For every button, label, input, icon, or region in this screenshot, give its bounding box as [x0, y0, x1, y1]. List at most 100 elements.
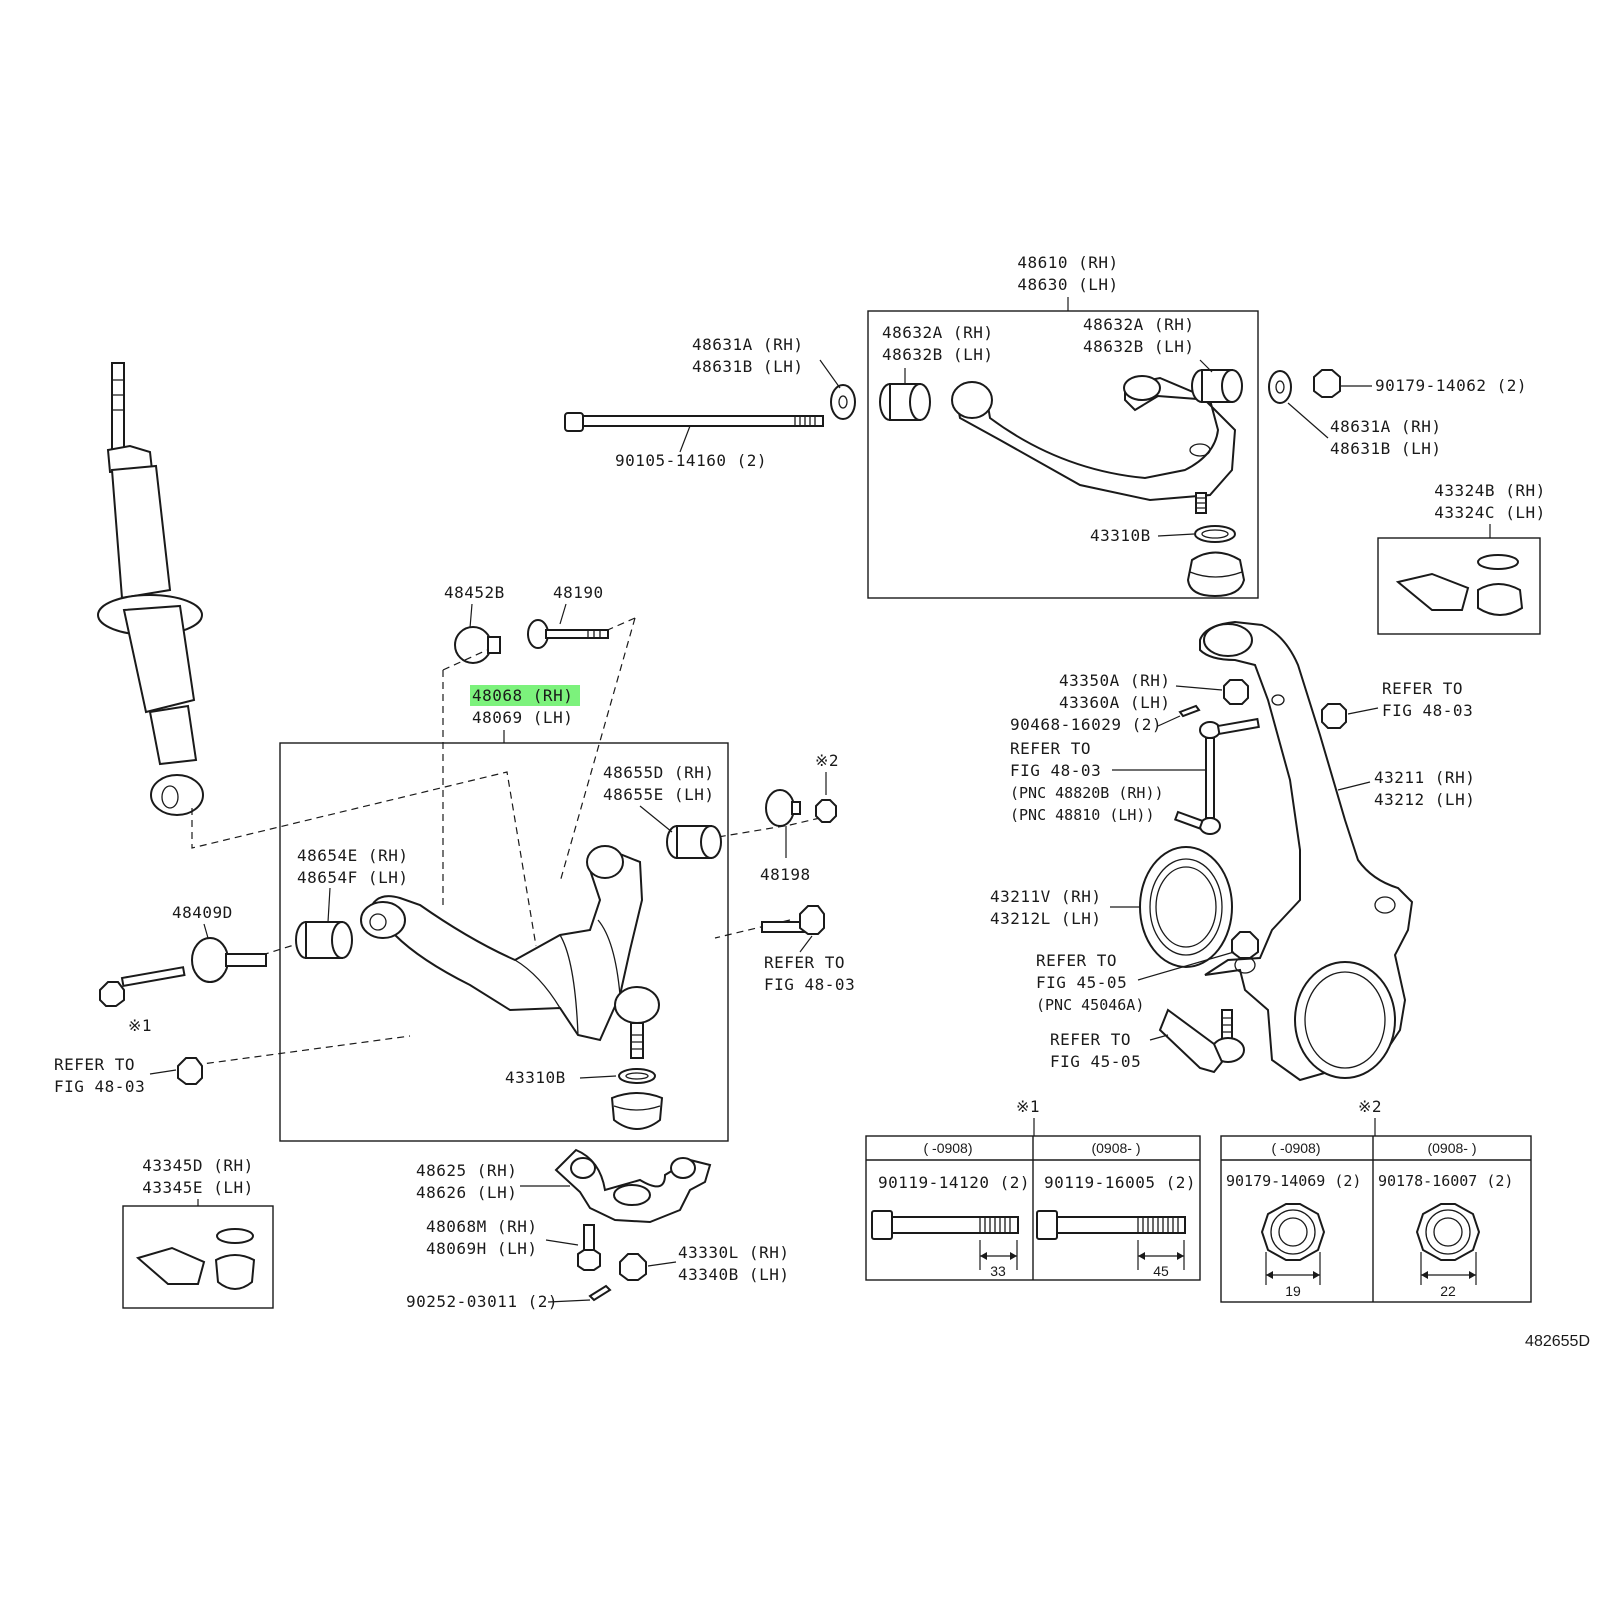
refer-knuckle-line1: REFER TO: [1382, 679, 1463, 698]
upper-arm-group: 48610 (RH) 48630 (LH) 90105-14160 (2) 48…: [564, 253, 1527, 599]
upper-bush-right: [1191, 369, 1243, 403]
upper-boot-kit-label-rh: 43324B (RH): [1434, 481, 1545, 500]
upper-arm: [953, 376, 1237, 502]
lower-bush-right-label-lh: 48655E (LH): [603, 785, 714, 804]
cam-plate-right-label: 48198: [760, 865, 811, 884]
cam-washer-label: 48409D: [172, 903, 233, 922]
cam-bolt-left: [99, 966, 186, 1007]
upper-bush-left: [879, 383, 931, 421]
ball-bolt-label-lh: 48069H (LH): [426, 1239, 537, 1258]
cotter-pin-lower: [588, 1284, 612, 1302]
lower-bush-left-label-rh: 48654E (RH): [297, 846, 408, 865]
lower-boot: [610, 1092, 664, 1130]
upper-washer-left-label-lh: 48631B (LH): [692, 357, 803, 376]
upper-boot-label: 43310B: [1090, 526, 1151, 545]
upper-arm-label-rh: 48610 (RH): [1017, 253, 1118, 272]
upper-arm-box: [867, 310, 1259, 599]
knuckle-label-lh: 43212 (LH): [1374, 790, 1475, 809]
note2-mark-top: ※2: [815, 751, 839, 770]
lower-ball-joint: [614, 986, 660, 1024]
table1: ※1 ( -0908) (0908- ) 90119-14120 (2) 901…: [865, 1097, 1201, 1281]
knuckle-nut: [1223, 679, 1249, 705]
ball-nut-label-lh: 43340B (LH): [678, 1265, 789, 1284]
upper-boot: [1186, 551, 1246, 598]
cotter-pin-upper: [1178, 704, 1201, 718]
ball-joint-label-lh: 48626 (LH): [416, 1183, 517, 1202]
cotter-pin-lower-label: 90252-03011 (2): [406, 1292, 558, 1311]
guide-lines: [191, 617, 821, 1066]
tie-rod-nut-line3: (PNC 45046A): [1036, 996, 1144, 1014]
note2-nut: [815, 799, 837, 823]
knuckle-refer-nut: [1321, 703, 1347, 729]
upper-bolt-label: 90105-14160 (2): [615, 451, 767, 470]
cam-plate-label: 48452B: [444, 583, 505, 602]
ball-nut-label-rh: 43330L (RH): [678, 1243, 789, 1262]
nut-19: 19: [1260, 1203, 1326, 1299]
dust-cover: [1139, 846, 1233, 968]
upper-bush-left-label-rh: 48632A (RH): [882, 323, 993, 342]
knuckle-nut-label-rh: 43350A (RH): [1059, 671, 1170, 690]
table2-header-2: (0908- ): [1427, 1140, 1476, 1156]
lower-boot-label: 43310B: [505, 1068, 566, 1087]
figure-code: 482655D: [1525, 1333, 1590, 1350]
refer-left-line1: REFER TO: [54, 1055, 135, 1074]
table1-header-2: (0908- ): [1091, 1140, 1140, 1156]
upper-washer-right-label-rh: 48631A (RH): [1330, 417, 1441, 436]
tie-rod-nut-line1: REFER TO: [1036, 951, 1117, 970]
table2-dim-1: 19: [1285, 1283, 1301, 1299]
upper-bush-right-label-lh: 48632B (LH): [1083, 337, 1194, 356]
cam-bolt-mid: [761, 905, 825, 935]
ball-joint-label-rh: 48625 (RH): [416, 1161, 517, 1180]
table2: ※2 ( -0908) (0908- ) 90179-14069 (2) 901…: [1220, 1097, 1532, 1303]
stab-link-line3: (PNC 48820B (RH)): [1010, 784, 1164, 802]
upper-boot-kit-label-lh: 43324C (LH): [1434, 503, 1545, 522]
table1-mark: ※1: [1016, 1097, 1040, 1116]
refer-knuckle-line2: FIG 48-03: [1382, 701, 1473, 720]
note1-mark-left: ※1: [128, 1016, 152, 1035]
ball-joint-plate: [554, 1148, 712, 1224]
upper-bush-left-label-lh: 48632B (LH): [882, 345, 993, 364]
upper-bolt: [564, 412, 824, 432]
table2-mark: ※2: [1358, 1097, 1382, 1116]
upper-boot-kit: 43324B (RH) 43324C (LH): [1377, 481, 1545, 635]
stab-link-line4: (PNC 48810 (LH)): [1010, 806, 1155, 824]
tie-rod-end: [1158, 1008, 1245, 1074]
upper-arm-label-lh: 48630 (LH): [1017, 275, 1118, 294]
lower-boot-kit: 43345D (RH) 43345E (LH): [122, 1156, 274, 1309]
lower-arm-label-lh: 48069 (LH): [472, 708, 573, 727]
stab-link-line1: REFER TO: [1010, 739, 1091, 758]
bolt-33: 33: [871, 1210, 1019, 1279]
lower-bush-left: [295, 921, 353, 959]
highlight: [470, 685, 580, 706]
bolt-45: 45: [1036, 1210, 1186, 1279]
lower-bush-right-label-rh: 48655D (RH): [603, 763, 714, 782]
dust-cover-label-lh: 43212L (LH): [990, 909, 1101, 928]
table1-part-1: 90119-14120 (2): [878, 1173, 1030, 1192]
refer-mid-line1: REFER TO: [764, 953, 845, 972]
lower-arm-box: [279, 742, 729, 1142]
cotter-pin-upper-label: 90468-16029 (2): [1010, 715, 1162, 734]
table2-part-1: 90179-14069 (2): [1226, 1172, 1361, 1190]
lower-arm: [360, 845, 660, 1059]
table1-part-2: 90119-16005 (2): [1044, 1173, 1196, 1192]
table2-part-2: 90178-16007 (2): [1378, 1172, 1513, 1190]
cam-washer: [191, 937, 229, 983]
refer-left-line2: FIG 48-03: [54, 1077, 145, 1096]
dust-cover-label-rh: 43211V (RH): [990, 887, 1101, 906]
stabilizer-link: [1173, 717, 1260, 835]
cam-plate: [454, 626, 492, 664]
tie-rod-end-line1: REFER TO: [1050, 1030, 1131, 1049]
tie-rod-nut-line2: FIG 45-05: [1036, 973, 1127, 992]
lower-arm-label-rh: 48068 (RH): [472, 686, 573, 705]
knuckle-group: [1199, 620, 1414, 1082]
lower-boot-kit-label-rh: 43345D (RH): [142, 1156, 253, 1175]
tie-rod-end-line2: FIG 45-05: [1050, 1052, 1141, 1071]
cam-bolt: [527, 619, 609, 649]
upper-washer-left-label-rh: 48631A (RH): [692, 335, 803, 354]
upper-bush-right-label-rh: 48632A (RH): [1083, 315, 1194, 334]
cam-plate-right: [765, 789, 795, 827]
table2-dim-2: 22: [1440, 1283, 1456, 1299]
upper-nut-label: 90179-14062 (2): [1375, 376, 1527, 395]
upper-washer-right: [1268, 370, 1292, 404]
